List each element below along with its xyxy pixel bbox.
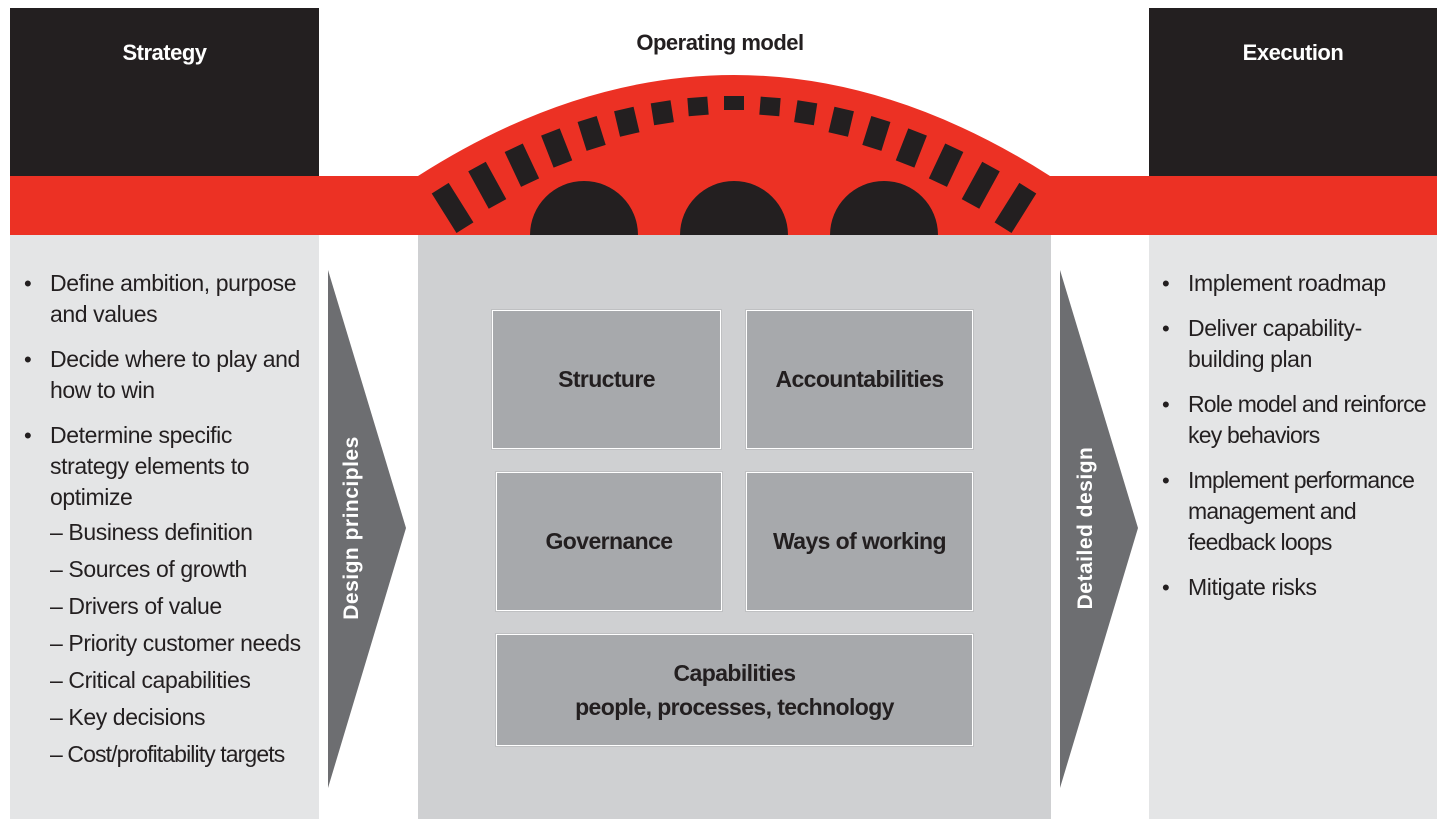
strategy-subitem: – Business definition [50, 519, 253, 545]
strategy-bullet: Decide where to play and how to win [22, 344, 318, 406]
execution-bullet-text: Deliver capability-building plan [1188, 315, 1362, 372]
execution-bullet-text: Implement performance management and fee… [1188, 467, 1415, 555]
arch-block [650, 100, 674, 126]
execution-bullet-text: Mitigate risks [1188, 574, 1317, 600]
detailed-design-arrow [1060, 270, 1138, 788]
operating-model-title-text: Operating model [636, 30, 804, 55]
strategy-list: Define ambition, purpose and values Deci… [22, 268, 318, 770]
arch-block [614, 106, 640, 137]
bridge-pillar-2 [680, 181, 788, 235]
capabilities-subtitle: people, processes, technology [575, 694, 894, 720]
governance-label: Governance [545, 528, 674, 554]
governance-box: Governance [496, 472, 722, 611]
arch-block [928, 143, 964, 187]
strategy-bullet-text: Define ambition, purpose and values [50, 270, 297, 327]
arch-block [541, 128, 573, 168]
strategy-bullet: Determine specific strategy elements to … [22, 420, 318, 770]
ways-of-working-label: Ways of working [773, 528, 946, 554]
execution-list-container: Implement roadmap Deliver capability-bui… [1160, 268, 1437, 617]
execution-bullet: Role model and reinforce key behaviors [1160, 389, 1437, 451]
execution-bullet: Deliver capability-building plan [1160, 313, 1437, 375]
arch-block [504, 143, 540, 187]
structure-label: Structure [558, 366, 655, 392]
strategy-subitem: – Sources of growth [50, 556, 247, 582]
execution-list: Implement roadmap Deliver capability-bui… [1160, 268, 1437, 603]
arch-block [724, 96, 744, 110]
bridge-pillar-1 [530, 181, 638, 235]
arch-block [687, 96, 709, 117]
strategy-bullet-text: Determine specific strategy elements to … [50, 422, 250, 510]
execution-title: Execution [1242, 40, 1344, 65]
strategy-header: Strategy [10, 8, 319, 176]
arch-block [577, 116, 606, 151]
execution-bullet: Mitigate risks [1160, 572, 1437, 603]
design-principles-arrow [328, 270, 406, 788]
arch-block [759, 96, 781, 117]
arch-block [468, 161, 507, 209]
capabilities-box: Capabilities people, processes, technolo… [496, 634, 973, 746]
arch-blocks [431, 96, 1037, 233]
capabilities-title: Capabilities [673, 660, 797, 686]
structure-box: Structure [492, 310, 721, 449]
bridge-pillar-3 [830, 181, 938, 235]
arch-block [862, 116, 891, 151]
strategy-title: Strategy [122, 40, 207, 65]
execution-bullet: Implement performance management and fee… [1160, 465, 1437, 558]
strategy-sublist: – Business definition – Sources of growt… [50, 517, 301, 770]
arch-block [961, 161, 1000, 209]
accountabilities-label: Accountabilities [775, 366, 944, 392]
arch-block [794, 100, 818, 126]
accountabilities-box: Accountabilities [746, 310, 973, 449]
arch-block [431, 182, 474, 233]
execution-bullet: Implement roadmap [1160, 268, 1437, 299]
strategy-bullet-text: Decide where to play and how to win [50, 346, 300, 403]
design-principles-text: Design principles [340, 436, 363, 620]
detailed-design-label: Detailed design [1074, 408, 1104, 648]
arch-block [895, 128, 927, 168]
strategy-list-container: Define ambition, purpose and values Deci… [22, 268, 318, 784]
execution-bullet-text: Implement roadmap [1188, 270, 1386, 296]
arch-block [994, 182, 1037, 233]
operating-model-title: Operating model [560, 30, 880, 56]
execution-bullet-text: Role model and reinforce key behaviors [1188, 391, 1427, 448]
strategy-subitem: – Key decisions [50, 704, 206, 730]
strategy-bullet: Define ambition, purpose and values [22, 268, 318, 330]
bridge-graphic [10, 75, 1437, 235]
ways-of-working-box: Ways of working [746, 472, 973, 611]
arch-block [828, 106, 854, 137]
strategy-subitem: – Cost/profitability targets [50, 741, 285, 767]
strategy-subitem: – Priority customer needs [50, 630, 301, 656]
strategy-subitem: – Critical capabilities [50, 667, 251, 693]
execution-header: Execution [1149, 8, 1437, 176]
detailed-design-text: Detailed design [1074, 446, 1097, 610]
design-principles-label: Design principles [340, 408, 370, 648]
strategy-subitem: – Drivers of value [50, 593, 222, 619]
